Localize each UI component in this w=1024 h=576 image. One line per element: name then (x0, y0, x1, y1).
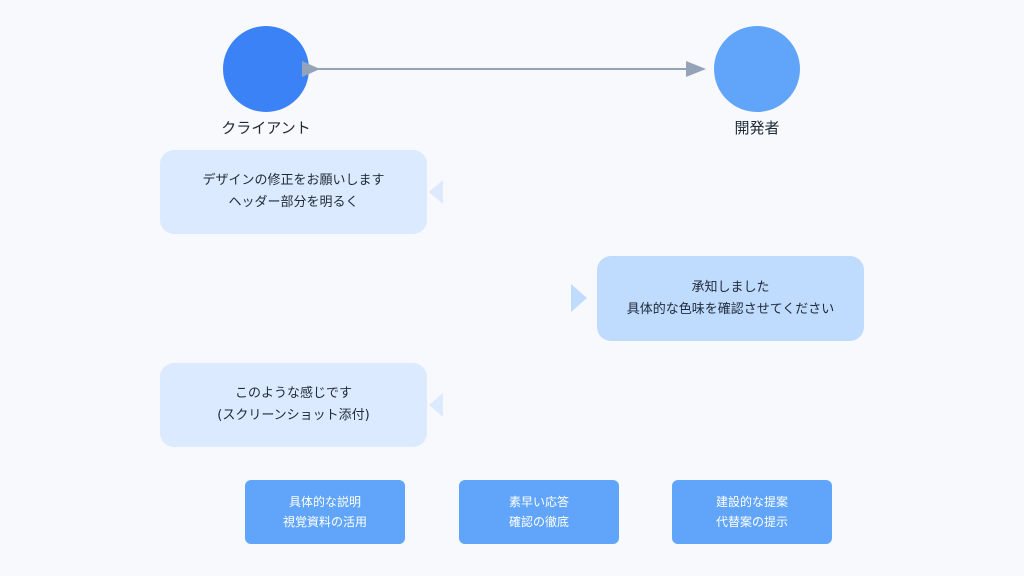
client-node (223, 26, 309, 112)
tip-box-2: 素早い応答 確認の徹底 (459, 480, 619, 544)
message-bubble-1: デザインの修正をお願いします ヘッダー部分を明るく (160, 150, 427, 234)
message-bubble-3: このような感じです (スクリーンショット添付) (160, 363, 427, 447)
message-2-line-1: 承知しました (691, 279, 770, 295)
tip-3-line-2: 代替案の提示 (715, 515, 788, 529)
message-2-line-2: 具体的な色味を確認させてください (626, 301, 835, 317)
message-bubble-2: 承知しました 具体的な色味を確認させてください (597, 256, 864, 341)
message-1-line-2: ヘッダー部分を明るく (228, 195, 359, 210)
connection-end-arrowhead (686, 61, 706, 77)
message-1-pointer (429, 180, 443, 204)
developer-label: 開発者 (734, 119, 780, 137)
tip-box-1: 具体的な説明 視覚資料の活用 (245, 480, 405, 544)
message-1-line-1: デザインの修正をお願いします (202, 173, 385, 188)
client-label: クライアント (221, 119, 311, 137)
tip-3-line-1: 建設的な提案 (715, 495, 788, 509)
developer-node (714, 26, 800, 112)
message-3-line-1: このような感じです (234, 386, 352, 401)
tip-2-line-2: 確認の徹底 (508, 515, 569, 529)
tip-1-line-1: 具体的な説明 (288, 495, 361, 509)
connection-start-arrowhead (302, 61, 320, 77)
message-3-pointer (429, 393, 443, 417)
message-2-pointer (571, 284, 587, 312)
tip-box-3: 建設的な提案 代替案の提示 (672, 480, 832, 544)
message-3-line-2: (スクリーンショット添付) (217, 408, 370, 423)
tip-1-line-2: 視覚資料の活用 (282, 515, 367, 529)
tip-2-line-1: 素早い応答 (508, 495, 569, 509)
